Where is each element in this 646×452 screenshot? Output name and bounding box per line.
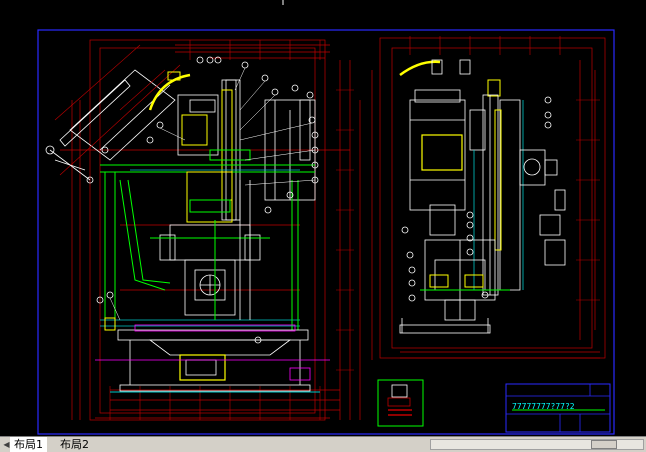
tab-layout1-label: 布局1 <box>14 438 43 451</box>
title-block: 77777777?77?2 <box>505 383 611 433</box>
side-view <box>371 36 606 360</box>
front-view <box>45 39 361 421</box>
first-tab-icon[interactable]: ◀ <box>3 440 10 449</box>
tab-layout2-label: 布局2 <box>60 438 89 451</box>
revision-stamp <box>377 379 424 427</box>
title-block-code: 77777777?77?2 <box>512 402 575 411</box>
tab-layout2[interactable]: 布局2 <box>56 437 93 452</box>
sheet-border <box>37 29 615 435</box>
scrollbar-thumb[interactable] <box>591 440 617 449</box>
horizontal-scrollbar[interactable] <box>430 439 644 450</box>
tab-layout1[interactable]: 布局1 <box>10 437 47 452</box>
layout-tab-bar: ◀ 布局1 布局2 <box>0 436 646 452</box>
drawing-canvas[interactable]: 77777777?77?2 <box>0 0 646 436</box>
